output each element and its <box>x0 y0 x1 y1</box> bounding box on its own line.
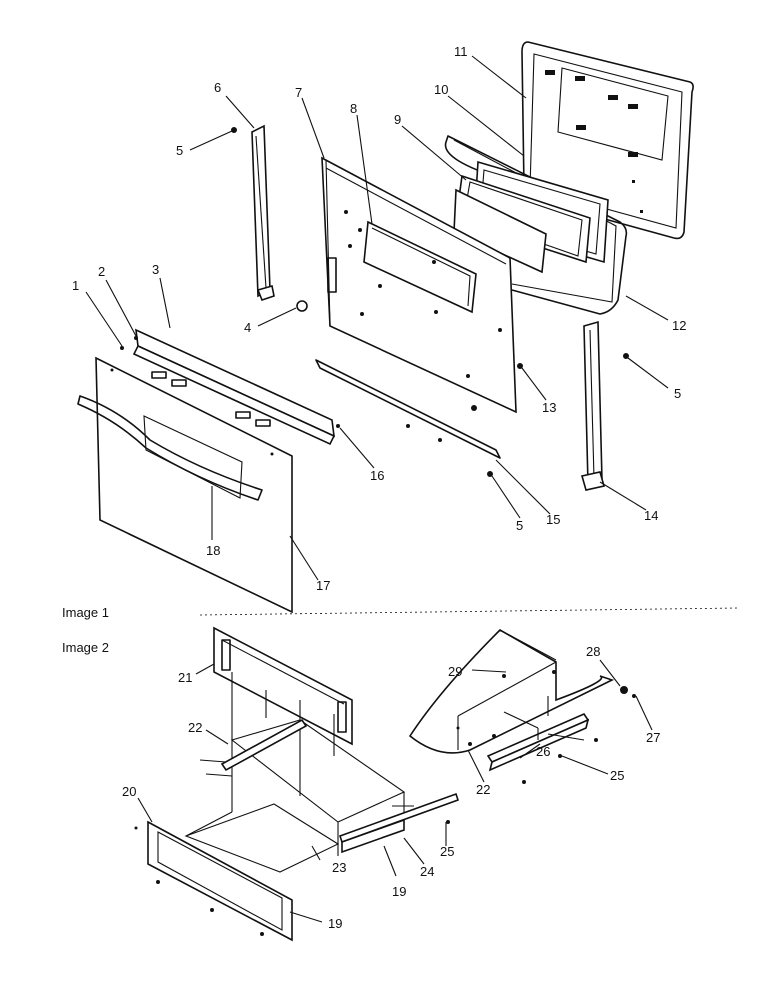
callout-10: 10 <box>434 82 448 97</box>
callout-23: 23 <box>332 860 346 875</box>
part-20-drawer-front <box>134 820 293 942</box>
callout-7: 7 <box>295 85 302 100</box>
callout-19: 19 <box>392 884 406 899</box>
callout-21: 21 <box>178 670 192 685</box>
part-25-screw-left <box>446 820 450 824</box>
callout-29: 29 <box>448 664 462 679</box>
callout-9: 9 <box>394 112 401 127</box>
drawer-slide-detail <box>408 629 615 784</box>
caption-image-1: Image 1 <box>62 605 109 620</box>
callout-3: 3 <box>152 262 159 277</box>
callout-15: 15 <box>546 512 560 527</box>
part-24-slide-right <box>338 792 460 854</box>
part-14-hinge-right <box>580 320 606 491</box>
part-28-knob <box>620 686 628 694</box>
callout-2: 2 <box>98 264 105 279</box>
callout-22-right: 22 <box>476 782 490 797</box>
screw-5b <box>623 353 629 359</box>
callout-25-right: 25 <box>610 768 624 783</box>
callout-18: 18 <box>206 543 220 558</box>
callout-4: 4 <box>244 320 251 335</box>
callout-19-front: 19 <box>328 916 342 931</box>
part-13-clip <box>517 363 523 369</box>
callout-27: 27 <box>646 730 660 745</box>
callout-28: 28 <box>586 644 600 659</box>
callouts-image-2: 21 22 20 23 19 24 25 19 29 28 27 25 26 2… <box>122 644 660 931</box>
door-assembly: 5 6 7 8 9 10 11 12 5 13 14 15 5 16 1 2 3… <box>72 41 694 614</box>
part-25-screw-right <box>558 754 562 758</box>
part-3-vent-rail <box>132 328 336 446</box>
screw-5a <box>231 127 237 133</box>
callout-5-right: 5 <box>674 386 681 401</box>
callout-17: 17 <box>316 578 330 593</box>
callout-14: 14 <box>644 508 658 523</box>
part-15-bottom-rail <box>315 359 501 459</box>
callout-16: 16 <box>370 468 384 483</box>
part-1-screw <box>120 346 124 350</box>
callout-26: 26 <box>536 744 550 759</box>
callout-11: 11 <box>454 44 468 59</box>
part-18-handle <box>77 395 263 501</box>
leader-lines-image-1 <box>85 55 669 581</box>
caption-image-2: Image 2 <box>62 640 109 655</box>
screw-5c <box>487 471 493 477</box>
part-2-screw <box>134 336 138 340</box>
part-9-window-frame <box>453 174 591 274</box>
part-7-inner-panel <box>321 156 517 414</box>
leader-lines-image-2 <box>137 659 653 923</box>
section-divider <box>199 607 739 616</box>
callout-5: 5 <box>176 143 183 158</box>
callout-5-bottom: 5 <box>516 518 523 533</box>
part-23-drawer-body <box>184 672 406 873</box>
part-4-bumper <box>296 300 308 312</box>
callout-13: 13 <box>542 400 556 415</box>
callout-12: 12 <box>672 318 686 333</box>
part-27-screw <box>632 694 636 698</box>
callout-1: 1 <box>72 278 79 293</box>
callout-24: 24 <box>420 864 434 879</box>
callout-8: 8 <box>350 101 357 116</box>
callouts-image-1: 5 6 7 8 9 10 11 12 5 13 14 15 5 16 1 2 3… <box>72 44 686 593</box>
part-17-outer-door <box>95 356 293 614</box>
drawer-assembly: 21 22 20 23 19 24 25 19 29 28 27 25 26 2… <box>122 626 660 942</box>
callout-25: 25 <box>440 844 454 859</box>
part-6-hinge-left <box>251 124 275 301</box>
part-22-slide-left <box>199 718 308 777</box>
callout-22: 22 <box>188 720 202 735</box>
part-16-screw <box>336 424 340 428</box>
callout-6: 6 <box>214 80 221 95</box>
callout-20: 20 <box>122 784 136 799</box>
part-21-back-panel <box>213 626 353 746</box>
